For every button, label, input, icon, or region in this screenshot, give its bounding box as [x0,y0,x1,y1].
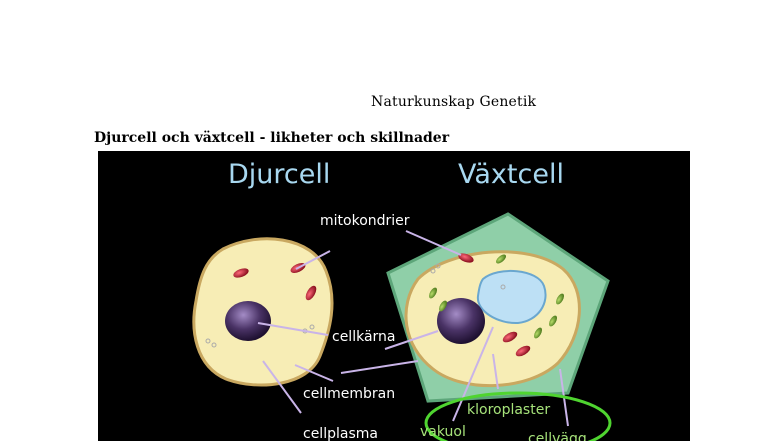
title-vaxtcell: Växtcell [458,159,564,190]
animal-nucleus [225,301,271,341]
label-kloroplaster: kloroplaster [467,402,550,418]
animal-mitochondrion-3 [305,285,317,301]
animal-mitochondrion-1 [233,268,249,278]
pointer-lines [257,230,569,427]
document-heading: Djurcell och växtcell - likheter och ski… [94,130,450,146]
label-cellmembran: cellmembran [303,386,395,402]
document-header: Naturkunskap Genetik [371,94,537,110]
label-cellplasma: cellplasma [303,426,378,441]
cell-diagram: Djurcell Växtcell [192,159,612,441]
plant-cell [386,212,610,403]
label-cellkarna: cellkärna [332,329,396,345]
label-mitokondrier: mitokondrier [320,213,410,229]
highlight-ellipse [424,391,612,441]
label-vakuol: vakuol [420,424,466,440]
title-djurcell: Djurcell [228,159,330,190]
cell-diagram-figure: Djurcell Växtcell [98,151,690,441]
plant-nucleus [437,298,485,344]
plant-vacuole [476,269,547,325]
label-cellvagg: cellvägg [528,431,587,441]
animal-cell [192,237,334,387]
